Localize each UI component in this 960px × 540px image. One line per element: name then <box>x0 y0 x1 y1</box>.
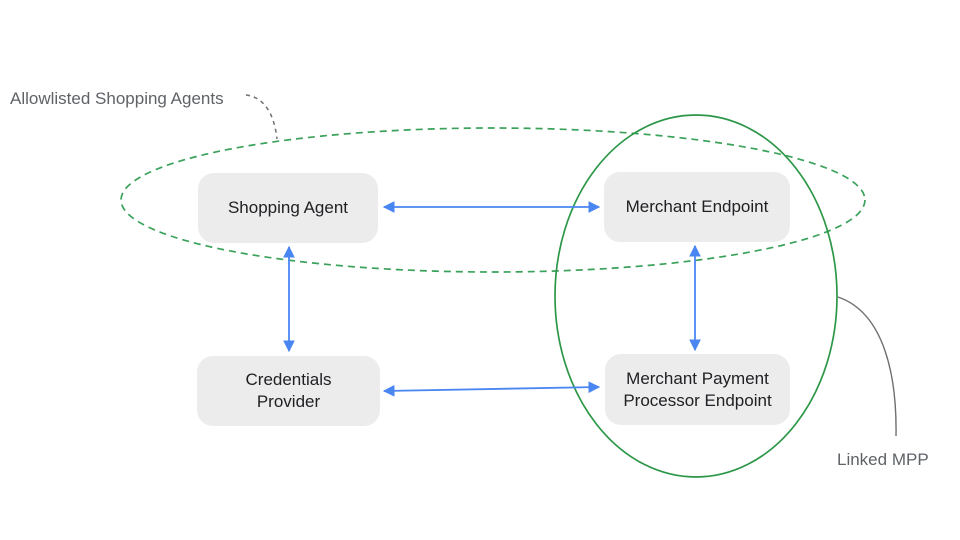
credentials-provider-node: Credentials Provider <box>197 356 380 426</box>
shopping-agent-node: Shopping Agent <box>198 173 378 243</box>
allowlisted-shopping-agents-label: Allowlisted Shopping Agents <box>10 89 224 108</box>
linked-mpp-label: Linked MPP <box>837 450 929 469</box>
merchant-endpoint-node: Merchant Endpoint <box>604 172 790 242</box>
merchant-payment-processor-endpoint-node: Merchant Payment Processor Endpoint <box>605 354 790 425</box>
allowlisted-group-ellipse <box>120 127 866 273</box>
arrow-credentials-provider-mpp-endpoint <box>382 381 601 397</box>
linked-mpp-label-pointer-line <box>837 296 897 437</box>
allowlisted-label-pointer-line <box>245 94 278 140</box>
linked-mpp-group-ellipse <box>554 114 838 478</box>
